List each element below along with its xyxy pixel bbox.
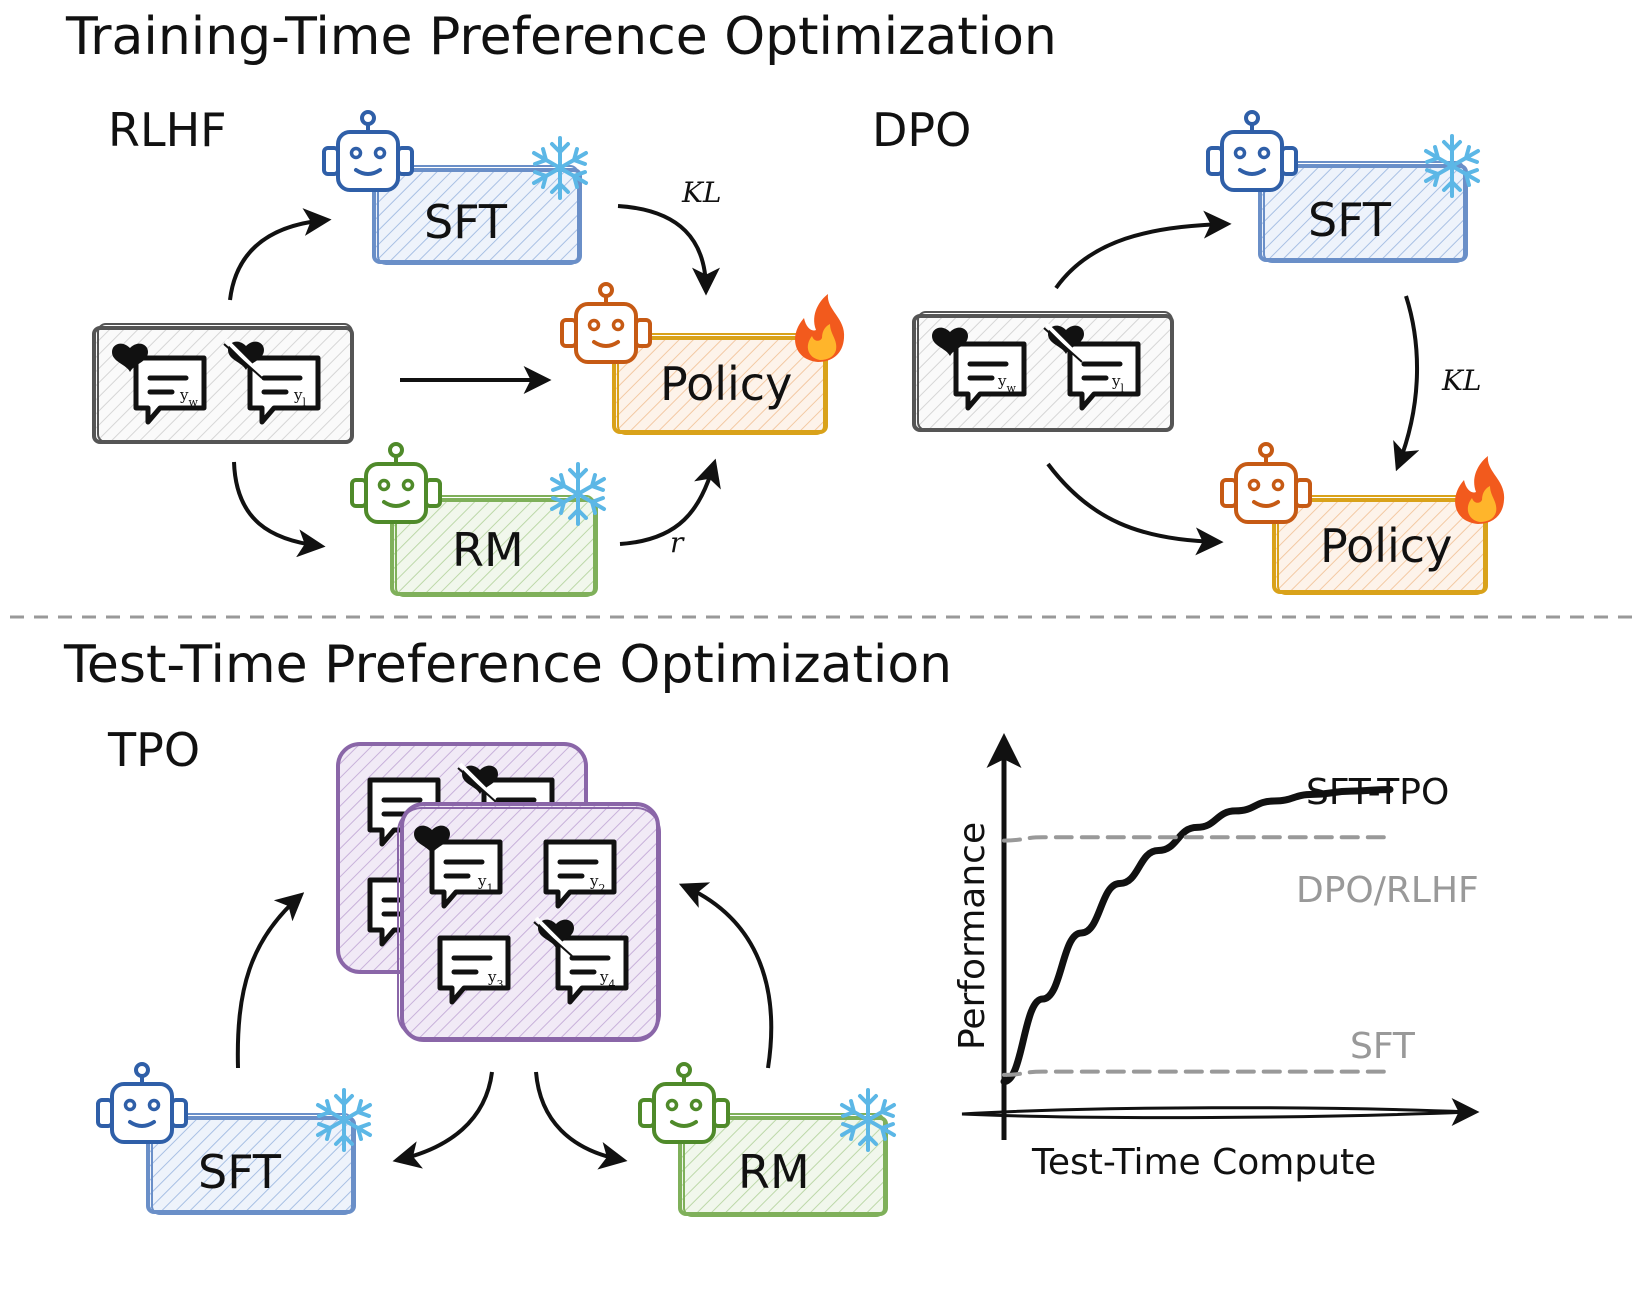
tpo-arrow-samples-to-sft [392, 1071, 494, 1169]
rlhf-rm-label: RM [452, 523, 524, 577]
tpo-sft-box: SFT [96, 1062, 372, 1215]
dpo-kl-label: KL [1441, 364, 1482, 397]
tpo-arrow-samples-to-rm [534, 1071, 628, 1170]
rlhf-arrow-data-to-sft [228, 208, 332, 301]
dpo-arrow-sft-to-policy [1393, 295, 1420, 472]
policy-robot-icon [560, 282, 652, 364]
x-axis [961, 1106, 1471, 1120]
rlhf-yl: yl [293, 386, 306, 409]
policy-robot-icon [1220, 442, 1312, 524]
dpo-policy-label: Policy [1320, 519, 1452, 573]
rlhf-label: RLHF [108, 103, 227, 157]
tpo-y1: y1 [477, 872, 493, 895]
rlhf-arrow-sft-to-policy [617, 204, 720, 296]
sft-robot-icon [96, 1062, 188, 1144]
dpo-yl: yl [1111, 372, 1124, 395]
rlhf-yw: yw [179, 386, 198, 409]
rlhf-policy-label: Policy [660, 357, 792, 411]
rlhf-sft-label: SFT [424, 195, 508, 249]
tpo-rm-box: RM [638, 1062, 896, 1217]
test-time-title: Test-Time Preference Optimization [63, 635, 952, 695]
dpo-policy-box: Policy [1220, 442, 1505, 595]
tpo-y3: y3 [487, 968, 503, 991]
series-line-sft-tpo [1000, 785, 1394, 1085]
rm-robot-icon [638, 1062, 730, 1144]
dpo-arrow-data-to-policy [1046, 462, 1224, 556]
dpo-preference-data: yw yl [912, 311, 1174, 432]
tpo-label: TPO [107, 723, 200, 777]
tpo-arrow-rm-to-samples [678, 882, 774, 1069]
tpo-samples-card: y1 y2 y3 y4 [397, 802, 661, 1042]
rlhf-reward-label: r [670, 526, 685, 559]
tpo-y4: y4 [599, 968, 615, 991]
fire-icon [1455, 456, 1505, 524]
series-label-sft-tpo: SFT-TPO [1306, 772, 1449, 813]
tpo-sft-label: SFT [198, 1145, 282, 1199]
rlhf-policy-box: Policy [560, 282, 845, 435]
fire-icon [795, 294, 845, 362]
rlhf-arrow-rm-to-policy [619, 458, 721, 546]
training-time-title: Training-Time Preference Optimization [65, 7, 1057, 67]
rlhf-arrow-data-to-rm [232, 461, 326, 558]
dpo-sft-label: SFT [1308, 193, 1392, 247]
tpo-rm-label: RM [738, 1145, 810, 1199]
sft-robot-icon [1206, 110, 1298, 192]
rlhf-rm-box: RM [350, 442, 606, 597]
rlhf-sft-box: SFT [322, 110, 588, 265]
dpo-yw: yw [997, 372, 1016, 395]
series-line-dpo-rlhf [1002, 835, 1392, 843]
series-label-sft: SFT [1350, 1026, 1416, 1067]
rlhf-kl-label: KL [681, 176, 722, 209]
performance-chart: Performance Test-Time Compute SFT-TPO DP… [952, 733, 1480, 1183]
rlhf-preference-data: yw yl [92, 323, 354, 444]
series-label-dpo-rlhf: DPO/RLHF [1296, 870, 1479, 911]
sft-robot-icon [322, 110, 414, 192]
y-axis-label: Performance [952, 822, 993, 1050]
dpo-label: DPO [872, 103, 971, 157]
x-axis-label: Test-Time Compute [1031, 1142, 1376, 1183]
rm-robot-icon [350, 442, 442, 524]
series-line-sft [1002, 1069, 1392, 1077]
tpo-arrow-sft-to-samples [235, 892, 305, 1069]
dpo-arrow-data-to-sft [1054, 210, 1232, 290]
tpo-y2: y2 [589, 872, 605, 895]
dpo-sft-box: SFT [1206, 110, 1480, 263]
